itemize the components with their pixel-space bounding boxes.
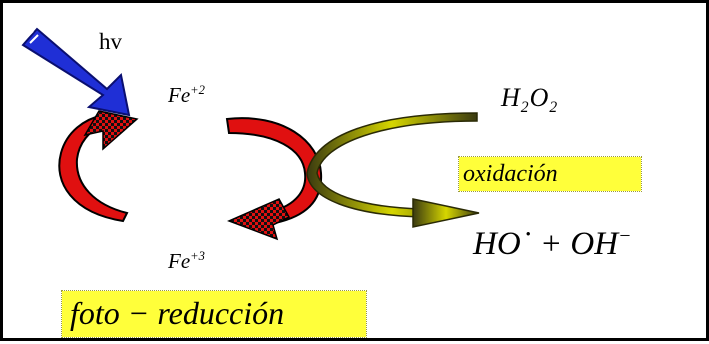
light-label: hv bbox=[99, 29, 122, 54]
oxidation-label: oxidación bbox=[458, 156, 642, 192]
peroxide-arrow-icon bbox=[306, 112, 480, 228]
products-label: HO˙ + OH− bbox=[473, 225, 632, 262]
peroxide-label: H2O2 bbox=[501, 83, 559, 117]
fe2-label: Fe+2 bbox=[168, 83, 205, 107]
photoreduction-label: foto − reducción bbox=[61, 290, 367, 338]
diagram-graphics bbox=[21, 27, 480, 241]
fe3-label: Fe+3 bbox=[168, 249, 205, 273]
cycle-arrow-bottom-icon bbox=[225, 117, 323, 241]
light-arrow-icon bbox=[21, 27, 131, 117]
cycle-arrow-top-icon bbox=[58, 110, 139, 223]
